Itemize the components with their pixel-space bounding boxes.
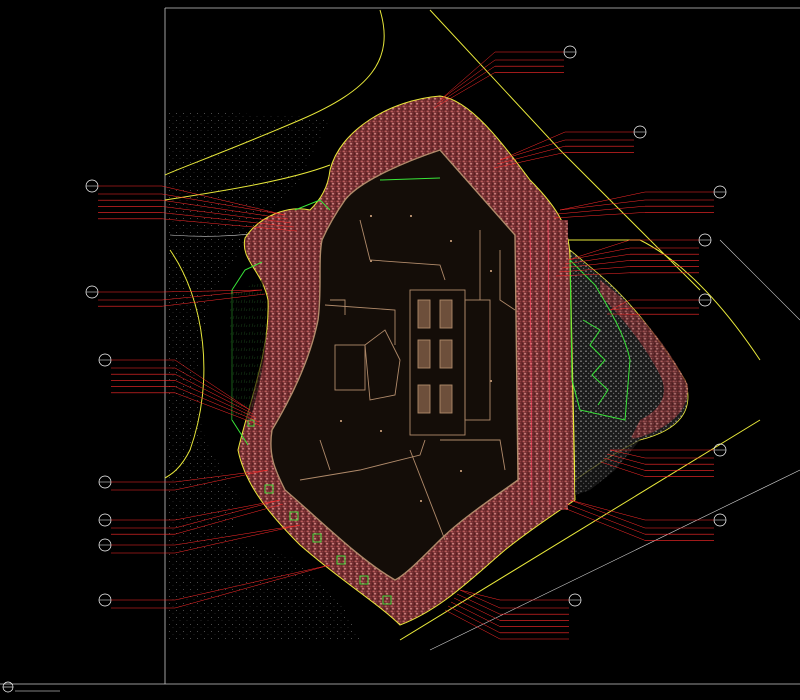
- east-strip-edges: [529, 219, 551, 506]
- callout-left-1: [85, 179, 298, 232]
- callout-right-2: [493, 125, 647, 169]
- callout-right-3: [553, 185, 727, 219]
- annotation-layer: [85, 45, 727, 640]
- east-plaza-paving: [600, 280, 689, 440]
- building-grid-marks: [340, 215, 492, 502]
- lawn-lower-area: [168, 540, 360, 640]
- callout-right-5: [606, 293, 712, 315]
- callout-left-2: [85, 285, 266, 307]
- building-footprint: [270, 149, 519, 581]
- tree-planters: [247, 419, 392, 605]
- callout-left-6: [98, 524, 301, 554]
- callout-right-7: [563, 499, 727, 541]
- callout-right-6: [600, 443, 727, 477]
- sheet-frame: [0, 7, 800, 685]
- south-east-gravel: [575, 420, 640, 495]
- callout-left-7: [98, 564, 331, 609]
- east-paving-strip: [520, 220, 568, 510]
- callout-left-5: [98, 499, 284, 535]
- building-interior: [299, 219, 516, 541]
- title-block: [2, 681, 60, 693]
- callout-left-4: [98, 469, 269, 491]
- callout-right-4: [555, 233, 712, 277]
- lawn-left-green: [230, 280, 267, 420]
- callout-left-3: [98, 353, 263, 427]
- lawn-area: [168, 110, 330, 560]
- callout-right-1: [433, 45, 577, 109]
- planting-outlines: [231, 177, 631, 446]
- boundary-lines: [164, 9, 761, 641]
- callout-bottom-1: [444, 589, 582, 640]
